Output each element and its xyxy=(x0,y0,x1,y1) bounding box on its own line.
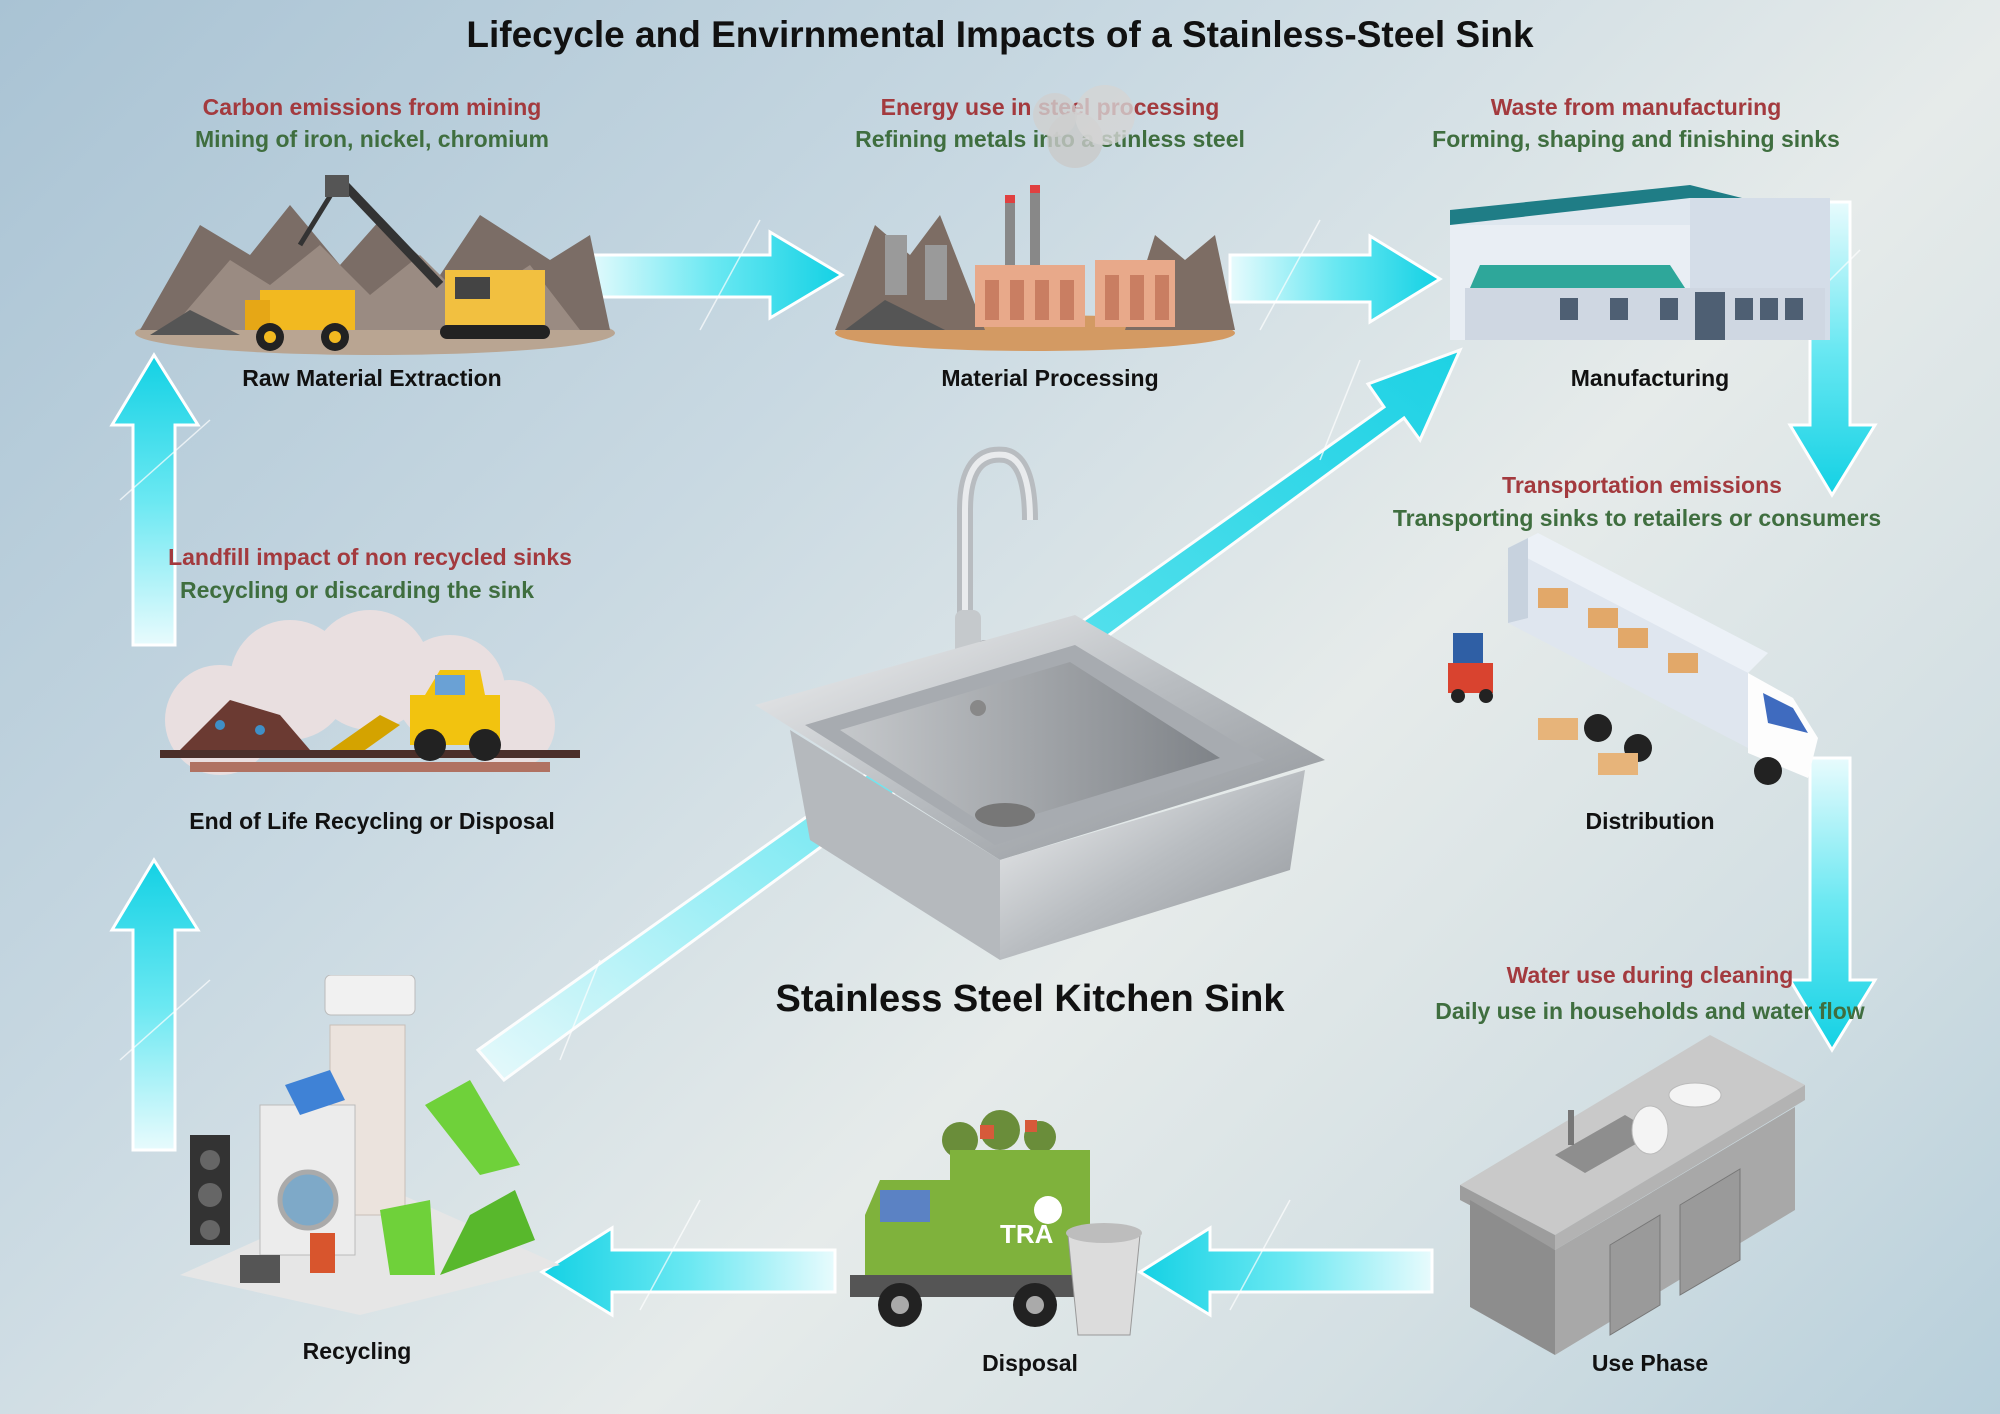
manufacturing-impact-text: Waste from manufacturing xyxy=(1490,94,1782,120)
distribution-stage-label: Distribution xyxy=(1585,808,1715,834)
warehouse-illustration xyxy=(1450,185,1830,340)
recycling-stage-label: Recycling xyxy=(302,1338,412,1364)
stainless-sink-illustration xyxy=(755,446,1325,960)
kitchen-counter-illustration xyxy=(1460,1035,1805,1355)
processing-stage-label: Material Processing xyxy=(941,365,1159,391)
eol-stage-label: End of Life Recycling or Disposal xyxy=(189,808,555,834)
distribution-impact-text: Transportation emissions xyxy=(1502,472,1782,498)
arrow-processing-to-manufacturing xyxy=(1228,233,1443,325)
arrow-use-to-disposal xyxy=(1137,1225,1434,1318)
recycling-electronics-illustration xyxy=(180,975,560,1315)
use-stage-label: Use Phase xyxy=(1591,1350,1709,1376)
raw-stage-label: Raw Material Extraction xyxy=(242,365,502,391)
mining-illustration xyxy=(135,175,615,355)
manufacturing-stage-label: Manufacturing xyxy=(1570,365,1730,391)
page-title: Lifecycle and Envirnmental Impacts of a … xyxy=(466,14,1534,55)
garbage-truck-illustration: TRA xyxy=(850,1110,1142,1336)
delivery-truck-illustration xyxy=(1448,533,1818,785)
arrow-distribution-to-use xyxy=(1787,756,1878,1053)
landfill-illustration xyxy=(160,610,580,775)
eol-description-text: Recycling or discarding the sink xyxy=(179,577,535,603)
distribution-description-text: Transporting sinks to retailers or consu… xyxy=(1392,505,1882,531)
truck-label-text: TRA xyxy=(1000,1219,1054,1249)
manufacturing-description-text: Forming, shaping and finishing sinks xyxy=(1432,126,1840,152)
disposal-stage-label: Disposal xyxy=(982,1350,1078,1376)
arrow-eol-to-raw xyxy=(109,352,201,647)
arrow-raw-to-processing xyxy=(583,229,845,321)
factory-illustration xyxy=(835,85,1235,351)
use-impact-text: Water use during cleaning xyxy=(1506,962,1794,988)
raw-description-text: Mining of iron, nickel, chromium xyxy=(195,126,549,152)
raw-impact-text: Carbon emissions from mining xyxy=(202,94,542,120)
use-description-text: Daily use in households and water flow xyxy=(1435,998,1865,1024)
center-product-label: Stainless Steel Kitchen Sink xyxy=(775,978,1285,1020)
arrow-recycling-to-eol xyxy=(109,857,201,1152)
eol-impact-text: Landfill impact of non recycled sinks xyxy=(168,544,572,570)
arrow-disposal-to-recycling xyxy=(539,1225,837,1318)
